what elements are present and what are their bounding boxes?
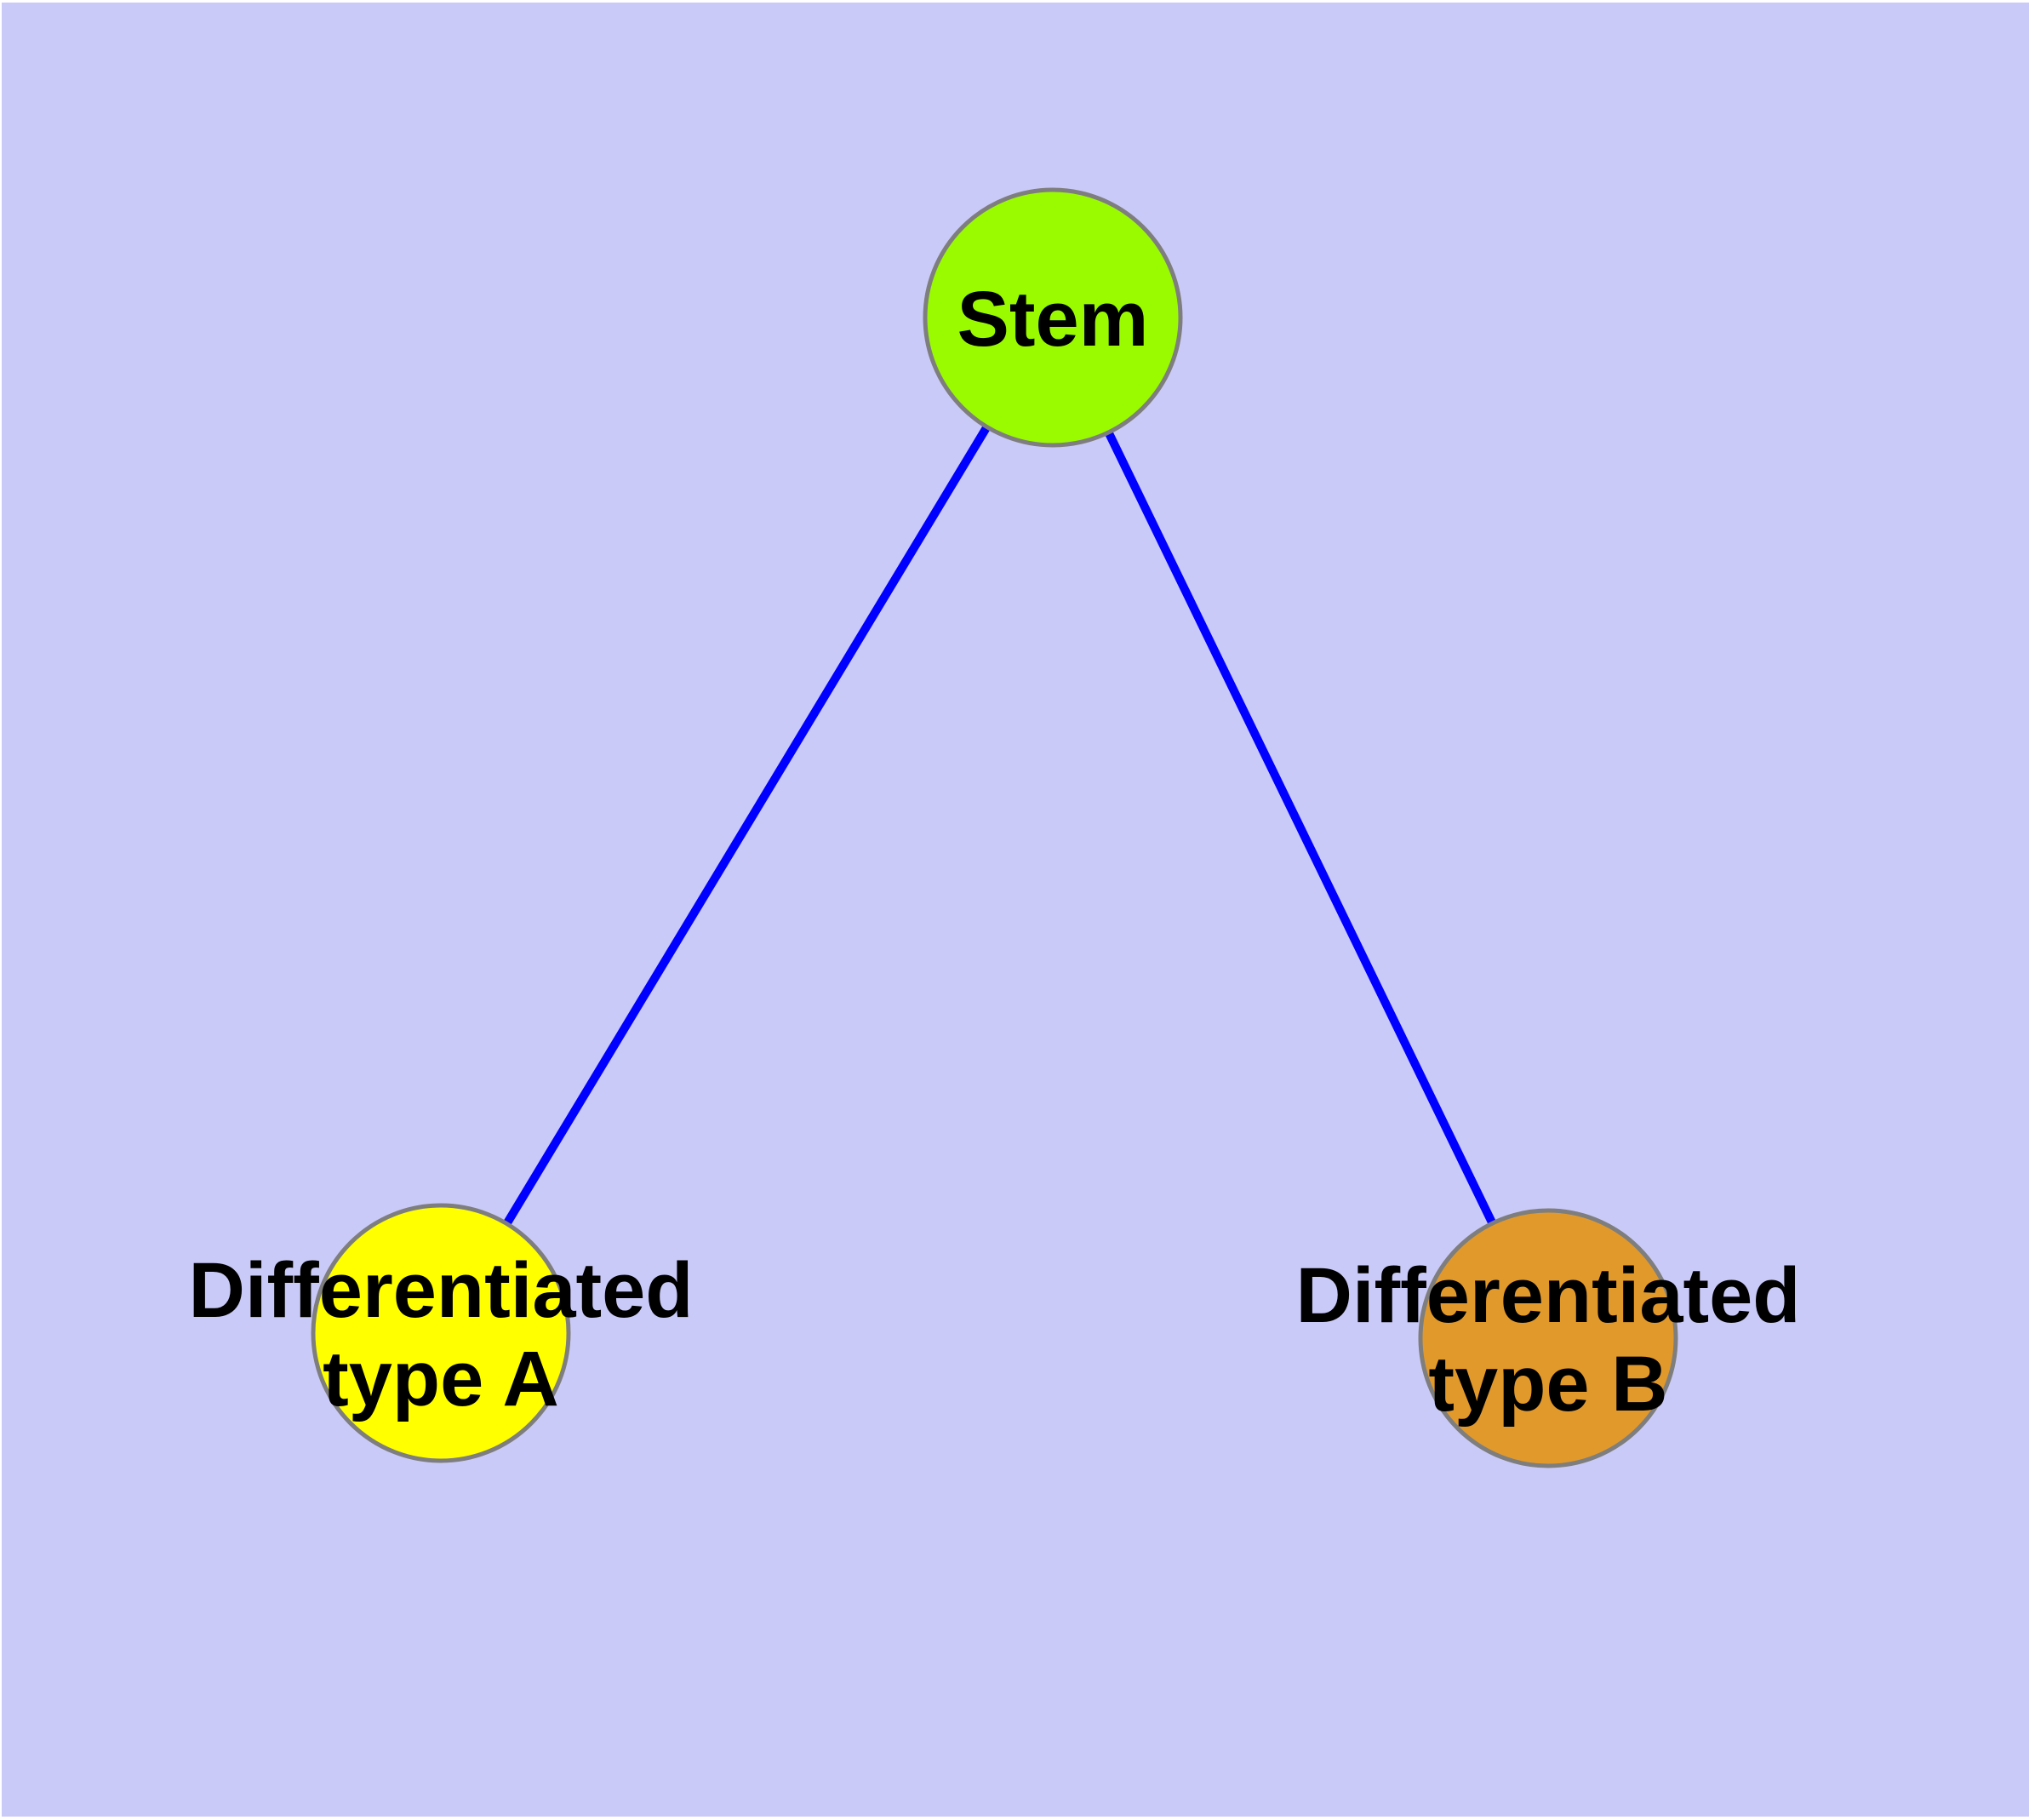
edge-stem-type-b xyxy=(1049,315,1552,1341)
node-type-b xyxy=(1418,1208,1678,1468)
edge-stem-type-a xyxy=(437,315,1057,1336)
node-stem xyxy=(923,187,1183,448)
node-type-a xyxy=(311,1203,571,1463)
node-label-stem: Stem xyxy=(957,276,1149,363)
